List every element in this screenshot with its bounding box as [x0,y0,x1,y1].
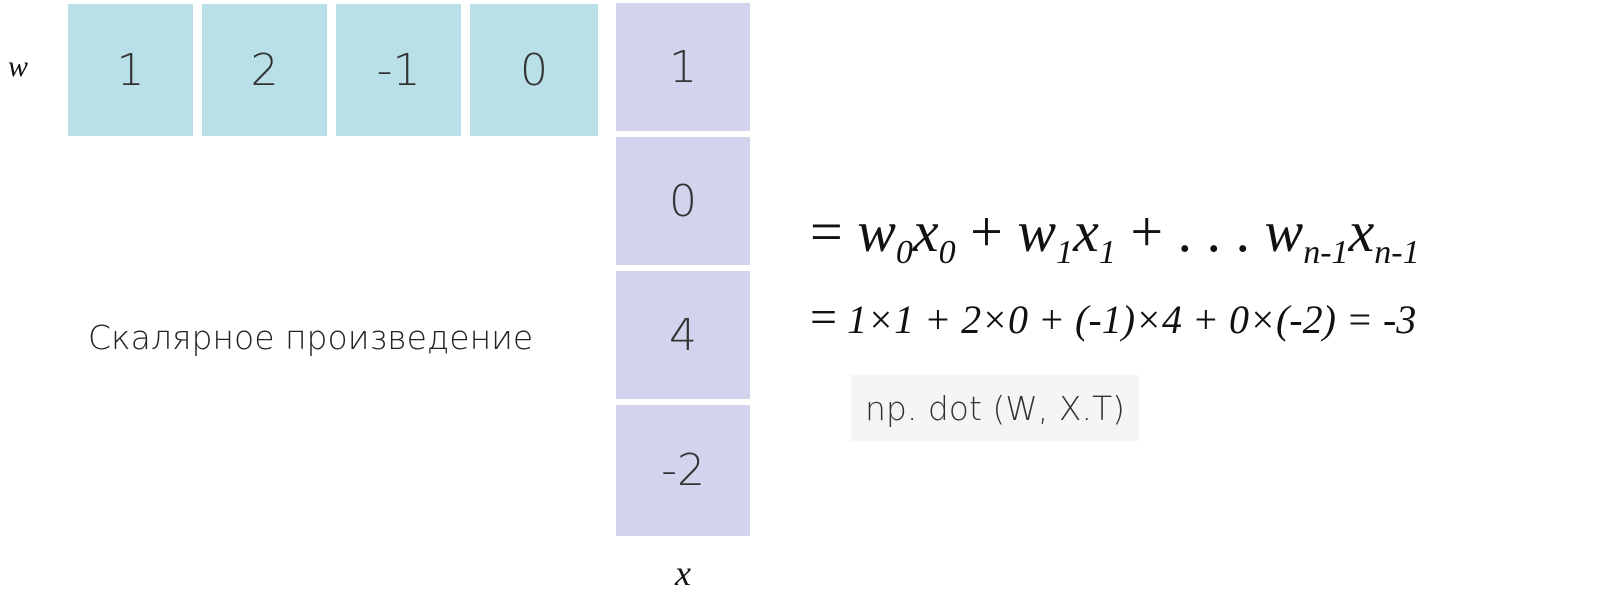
numeric-expression: 1×1 + 2×0 + (-1)×4 + 0×(-2) = -3 [847,297,1417,342]
w-cell-0: 1 [68,4,193,136]
term-w1: w [1017,199,1057,264]
term-wn: w [1264,199,1304,264]
numeric-formula: = 1×1 + 2×0 + (-1)×4 + 0×(-2) = -3 [810,290,1416,345]
term-x0: x [912,199,939,264]
plus-sign: + [1130,199,1164,264]
term-w0: w [857,199,896,264]
equals-sign: = [810,199,843,264]
x-cell-3: -2 [616,405,750,536]
term-x0-sub: 0 [938,234,956,271]
x-cell-2: 4 [616,271,750,399]
equals-sign: = [810,291,838,344]
x-vector-label: x [675,553,691,593]
x-cell-0: 1 [616,3,750,131]
term-xn-sub: n-1 [1374,234,1420,271]
w-cell-3: 0 [470,4,598,136]
x-cell-1: 0 [616,137,750,265]
term-x1-sub: 1 [1098,234,1116,271]
code-snippet: np. dot (W, X.T) [851,375,1140,441]
w-vector-label: w [8,50,29,83]
ellipsis: . . . [1177,199,1251,264]
dot-product-caption: Скалярное произведение [88,318,534,357]
term-wn-sub: n-1 [1303,234,1349,271]
term-w1-sub: 1 [1056,234,1074,271]
w-cell-2: -1 [336,4,461,136]
term-xn: x [1348,199,1375,264]
w-cell-1: 2 [202,4,327,136]
general-formula: = w0x0 + w1x1 + . . . wn-1xn-1 [810,198,1420,272]
term-x1: x [1073,199,1099,264]
plus-sign: + [970,199,1003,264]
term-w0-sub: 0 [895,234,913,271]
